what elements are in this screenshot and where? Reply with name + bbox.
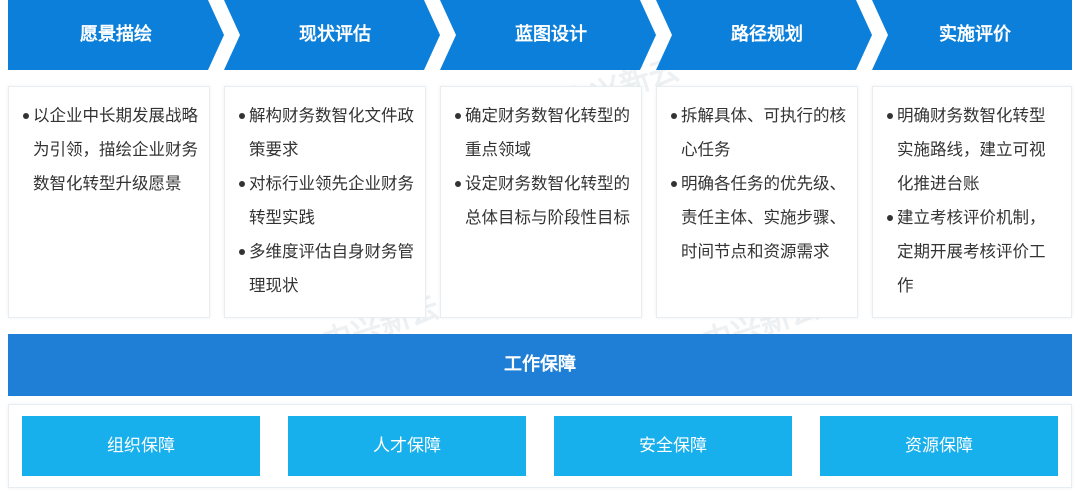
stage-title: 愿景描绘	[80, 24, 152, 45]
stage-item: 拆解具体、可执行的核心任务	[671, 99, 847, 167]
stage-title: 路径规划	[731, 24, 803, 45]
stage-title: 实施评价	[939, 24, 1011, 45]
stage-item: 多维度评估自身财务管理现状	[239, 235, 415, 303]
support-box-talent: 人才保障	[288, 416, 526, 476]
stage-item: 建立考核评价机制，定期开展考核评价工作	[887, 201, 1061, 303]
stage-card-blueprint: 确定财务数智化转型的重点领域 设定财务数智化转型的总体目标与阶段性目标	[440, 86, 642, 318]
stage-item: 设定财务数智化转型的总体目标与阶段性目标	[455, 167, 631, 235]
stage-arrow-5	[872, 0, 1072, 70]
support-box-security: 安全保障	[554, 416, 792, 476]
stage-card-vision: 以企业中长期发展战略为引领，描绘企业财务数智化转型升级愿景	[8, 86, 210, 318]
stage-arrow-1	[8, 0, 224, 70]
stage-arrow-3	[440, 0, 656, 70]
stage-arrow-2	[224, 0, 440, 70]
stage-item: 以企业中长期发展战略为引领，描绘企业财务数智化转型升级愿景	[23, 99, 199, 201]
stage-card-assessment: 解构财务数智化文件政策要求 对标行业领先企业财务转型实践 多维度评估自身财务管理…	[224, 86, 426, 318]
stage-item: 确定财务数智化转型的重点领域	[455, 99, 631, 167]
stage-title: 现状评估	[299, 24, 371, 45]
process-arrows	[8, 0, 1072, 70]
support-title-bar: 工作保障	[8, 334, 1072, 396]
stage-card-evaluation: 明确财务数智化转型实施路线，建立可视化推进台账 建立考核评价机制，定期开展考核评…	[872, 86, 1072, 318]
support-box-organization: 组织保障	[22, 416, 260, 476]
support-box-resources: 资源保障	[820, 416, 1058, 476]
stage-title: 蓝图设计	[515, 24, 587, 45]
stage-item: 对标行业领先企业财务转型实践	[239, 167, 415, 235]
stage-item: 明确各任务的优先级、责任主体、实施步骤、时间节点和资源需求	[671, 167, 847, 269]
stage-item: 明确财务数智化转型实施路线，建立可视化推进台账	[887, 99, 1061, 201]
stage-card-roadmap: 拆解具体、可执行的核心任务 明确各任务的优先级、责任主体、实施步骤、时间节点和资…	[656, 86, 858, 318]
stage-arrow-4	[656, 0, 872, 70]
stage-item: 解构财务数智化文件政策要求	[239, 99, 415, 167]
